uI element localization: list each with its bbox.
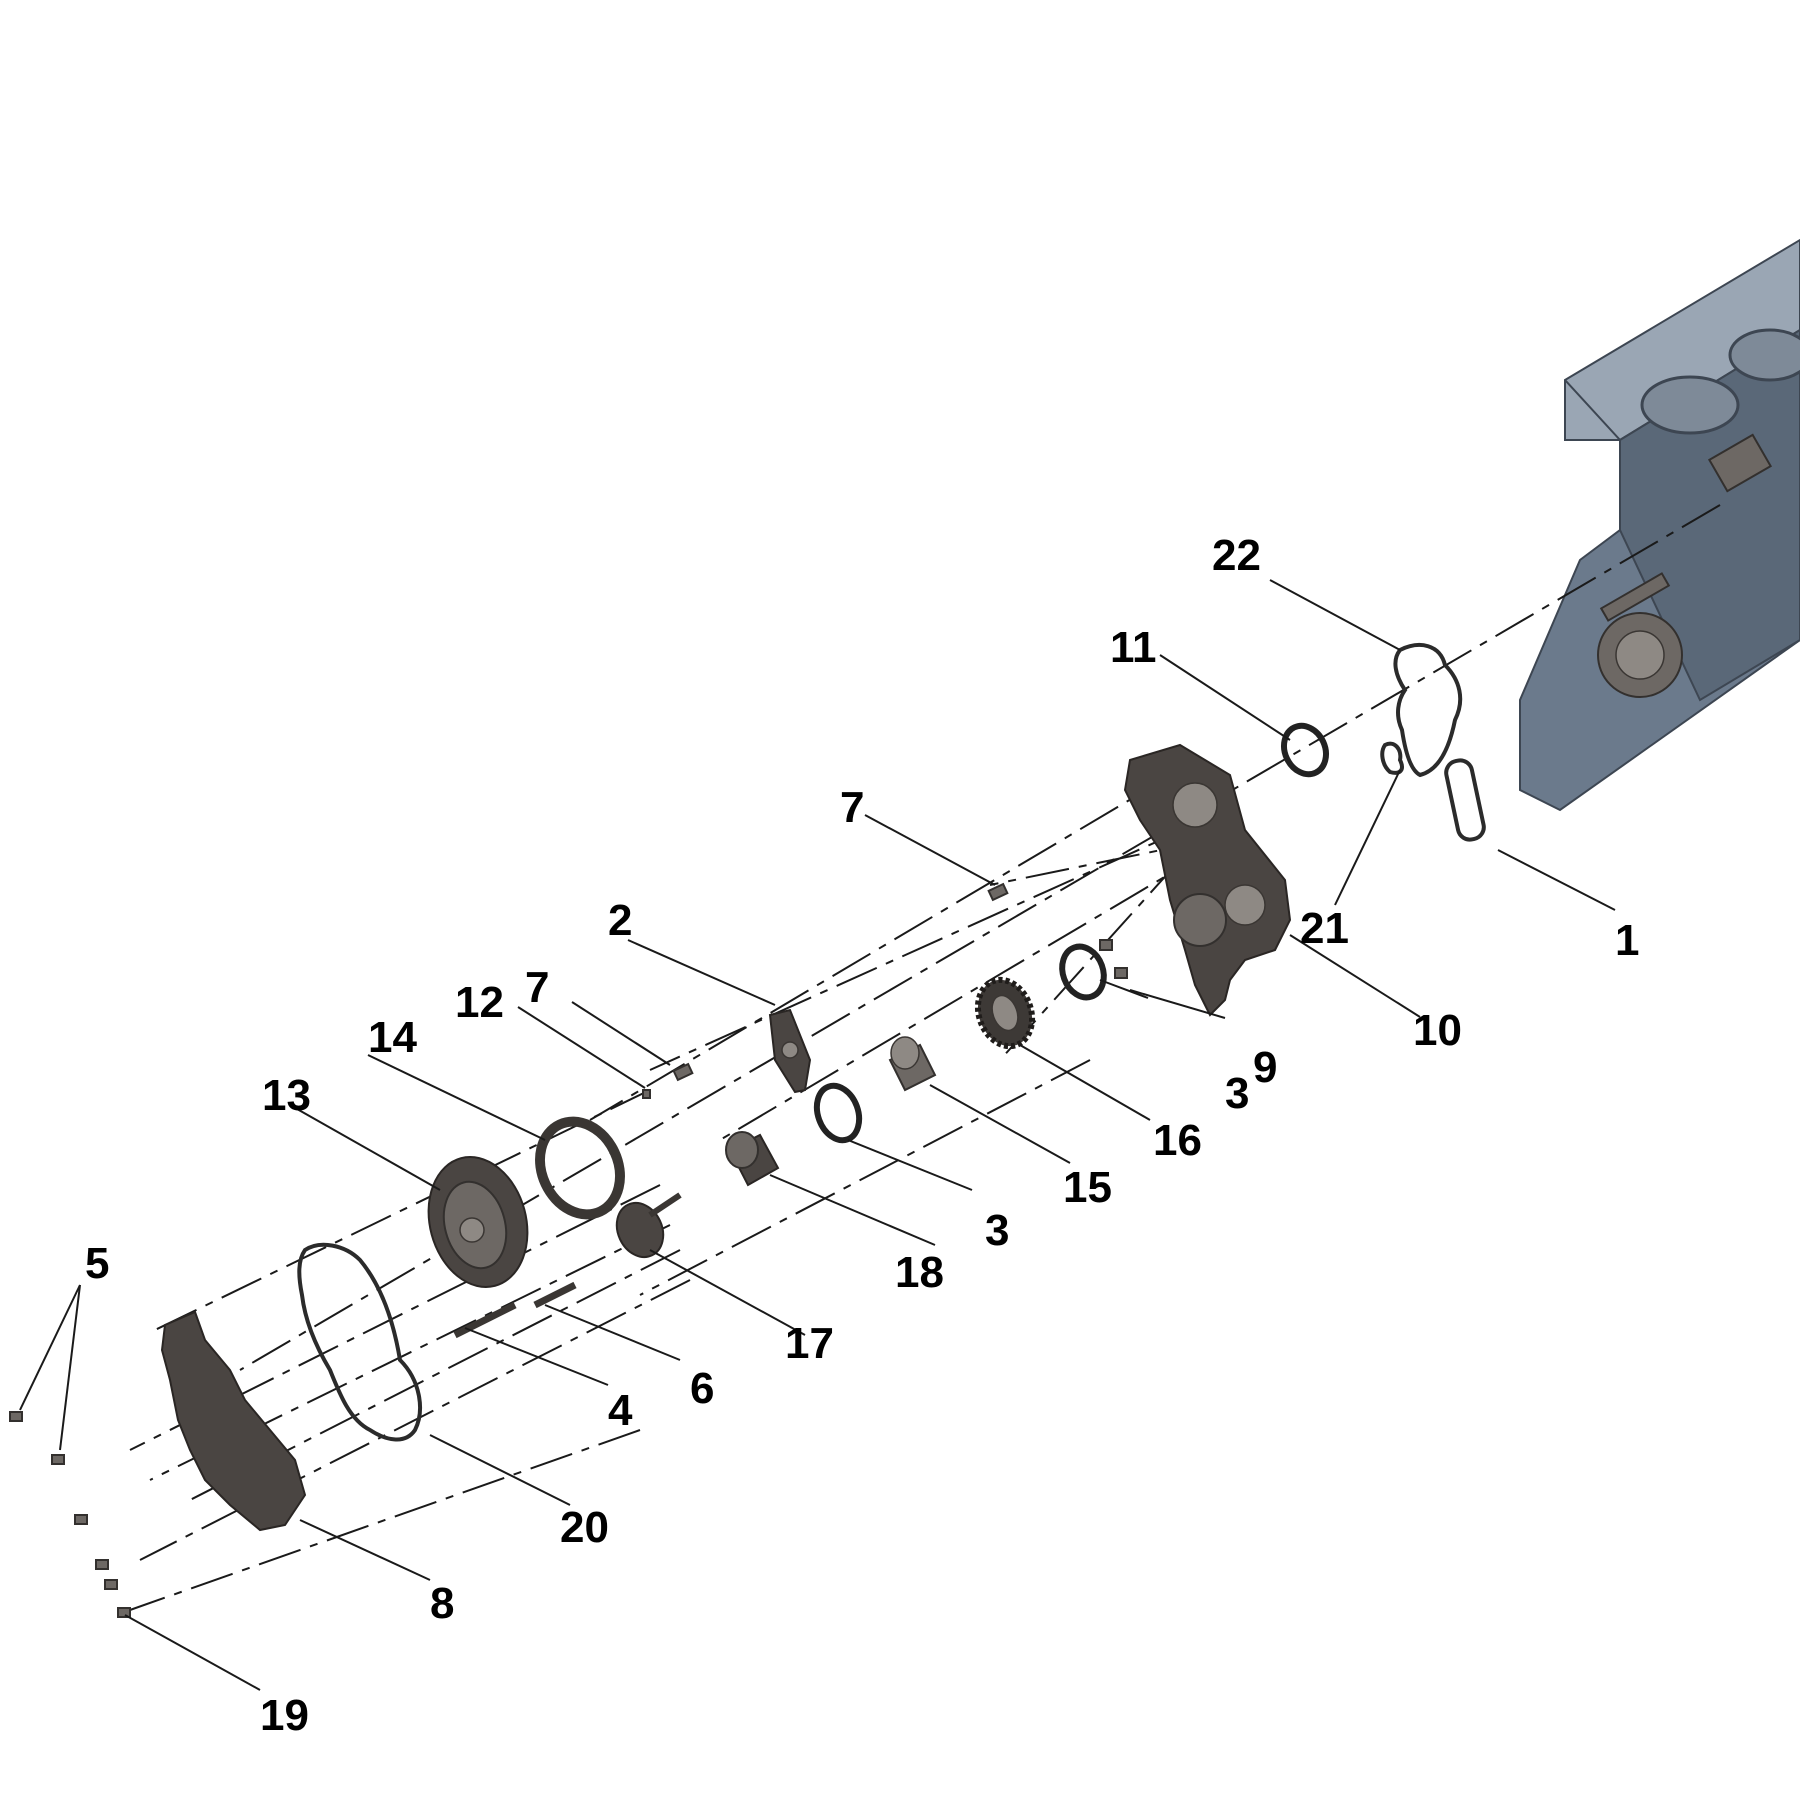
callout-9: 9 [1253,1043,1277,1092]
callout-12: 12 [455,978,504,1027]
front-cover-8 [160,1310,307,1532]
leader-lines [19,579,1616,1691]
callout-15: 15 [1063,1163,1112,1212]
callout-4: 4 [608,1386,633,1435]
o-ring-11 [1281,722,1329,778]
callout-6: 6 [690,1364,714,1413]
pin-12 [642,1089,651,1099]
gear-16 [974,976,1036,1050]
callout-10: 10 [1413,1006,1462,1055]
o-ring-3-centre [813,1082,863,1144]
callout-22: 22 [1212,531,1261,580]
callout-1: 1 [1615,916,1639,965]
bolt-7-upper [987,882,1009,902]
plate-2 [768,1008,812,1094]
callout-5: 5 [85,1239,109,1288]
callout-3-upper: 3 [1225,1069,1249,1118]
bolt-7-lower [672,1062,694,1082]
dowel-pins [1099,939,1128,979]
ring-14 [535,1116,625,1220]
callout-13: 13 [262,1071,311,1120]
damper-13 [427,1156,529,1288]
callout-8: 8 [430,1579,454,1628]
bolt-6 [533,1281,577,1309]
hub-17 [615,1192,682,1259]
callout-18: 18 [895,1248,944,1297]
gasket-22 [1393,643,1463,778]
cover-gasket-20 [297,1242,422,1442]
callout-3-centre: 3 [985,1206,1009,1255]
callout-11: 11 [1110,623,1157,672]
gasket-1 [1444,758,1486,842]
cover-bolts [9,1411,131,1618]
timing-housing [1123,743,1292,1017]
bushing-15 [888,1036,937,1092]
gasket-21 [1380,741,1404,775]
callout-14: 14 [368,1013,417,1062]
callout-16: 16 [1153,1116,1202,1165]
callout-17: 17 [785,1319,834,1368]
engine-block [1519,238,1800,812]
callout-2: 2 [608,896,632,945]
bolt-4 [453,1301,517,1339]
callout-7-lower: 7 [525,963,549,1012]
callout-20: 20 [560,1503,609,1552]
callout-7-upper: 7 [840,783,864,832]
seal-ring-3-upper [1059,943,1107,1001]
callout-21: 21 [1300,904,1349,953]
callout-labels: 1 2 3 3 3 4 5 6 7 7 8 9 10 11 12 13 14 1… [85,531,1639,1740]
callout-19: 19 [260,1691,309,1740]
rotor-18 [725,1131,780,1187]
